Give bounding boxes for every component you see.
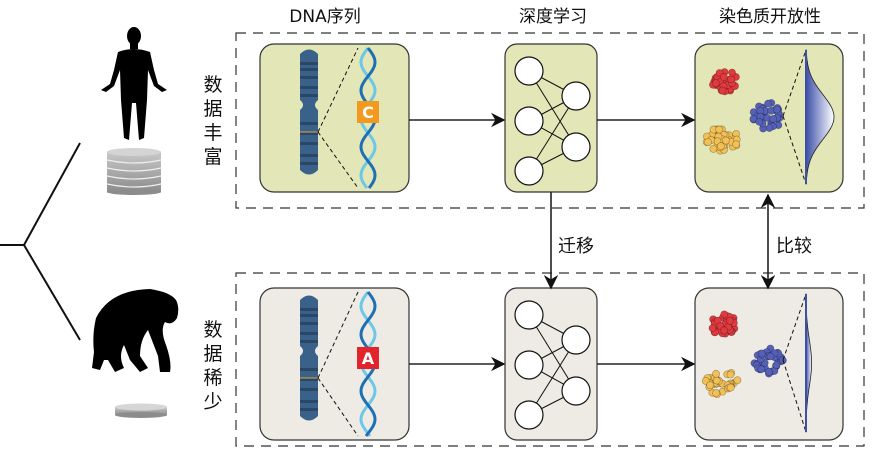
chromatin-panel-bg bbox=[694, 287, 844, 441]
neural-network-panel-bottom bbox=[504, 287, 598, 441]
nn-connection bbox=[528, 95, 577, 172]
nn-node bbox=[561, 325, 591, 355]
zoom-line-upper bbox=[317, 291, 359, 379]
dna-panel-bottom: A bbox=[259, 287, 410, 441]
nucleotide-letter: C bbox=[362, 103, 374, 122]
chromosome-icon bbox=[300, 49, 318, 175]
row-frame-bottom bbox=[235, 272, 865, 447]
nn-connection bbox=[528, 339, 577, 416]
dna-panel-top: C bbox=[259, 43, 410, 193]
column-title-chromatin: 染色质开放性 bbox=[719, 7, 821, 27]
chromatin-cluster-yellow bbox=[701, 369, 742, 399]
edge-label-compare: 比较 bbox=[776, 236, 812, 257]
nucleotide-badge bbox=[357, 101, 379, 123]
zoom-line-upper bbox=[782, 293, 807, 361]
zoom-line-upper bbox=[782, 49, 807, 117]
human-silhouette-icon bbox=[101, 27, 167, 140]
nn-node bbox=[514, 300, 544, 330]
chimpanzee-silhouette-icon bbox=[92, 289, 179, 372]
nn-node bbox=[561, 81, 591, 111]
accessibility-peak bbox=[805, 49, 835, 185]
chromatin-cluster-blue bbox=[750, 344, 787, 378]
database-stack-large-icon bbox=[106, 148, 162, 195]
chromatin-cluster-yellow bbox=[702, 125, 741, 155]
phylogeny-tree bbox=[0, 142, 81, 341]
neural-network-panel-top bbox=[504, 43, 598, 193]
dna-panel-bg bbox=[259, 43, 410, 193]
nn-node bbox=[514, 156, 544, 186]
chromatin-panel-bottom bbox=[694, 287, 844, 441]
zoom-line-lower bbox=[782, 359, 807, 433]
nucleotide-badge bbox=[357, 347, 379, 369]
nn-node bbox=[514, 350, 544, 380]
nn-node bbox=[514, 400, 544, 430]
zoom-line-upper bbox=[317, 47, 359, 133]
column-title-dna: DNA序列 bbox=[289, 7, 361, 27]
zoom-line-lower bbox=[317, 131, 359, 189]
chromatin-cluster-blue bbox=[749, 99, 784, 133]
row-top: C bbox=[259, 43, 844, 193]
row-bottom: A bbox=[259, 287, 844, 441]
nn-node bbox=[561, 376, 591, 406]
chromatin-cluster-red bbox=[709, 68, 740, 96]
zoom-line-lower bbox=[782, 115, 807, 185]
database-stack-small-icon bbox=[115, 403, 167, 418]
zoom-line-lower bbox=[317, 377, 359, 437]
chromatin-cluster-red bbox=[708, 310, 739, 338]
chromosome-icon bbox=[300, 295, 318, 421]
nucleotide-letter: A bbox=[362, 349, 375, 368]
edge-label-transfer: 迁移 bbox=[558, 236, 594, 257]
column-title-deep-learning: 深度学习 bbox=[519, 7, 587, 27]
nn-node bbox=[514, 106, 544, 136]
tree-branch-human bbox=[23, 142, 81, 246]
row-frame-top bbox=[235, 32, 865, 209]
nn-node bbox=[561, 132, 591, 162]
chromatin-panel-top bbox=[694, 43, 844, 193]
nn-node bbox=[514, 56, 544, 86]
row-label-bottom: 数据稀少 bbox=[203, 319, 223, 413]
dna-panel-bg bbox=[259, 287, 410, 441]
row-label-top: 数据丰富 bbox=[203, 74, 223, 168]
tree-branch-chimp bbox=[23, 244, 81, 341]
